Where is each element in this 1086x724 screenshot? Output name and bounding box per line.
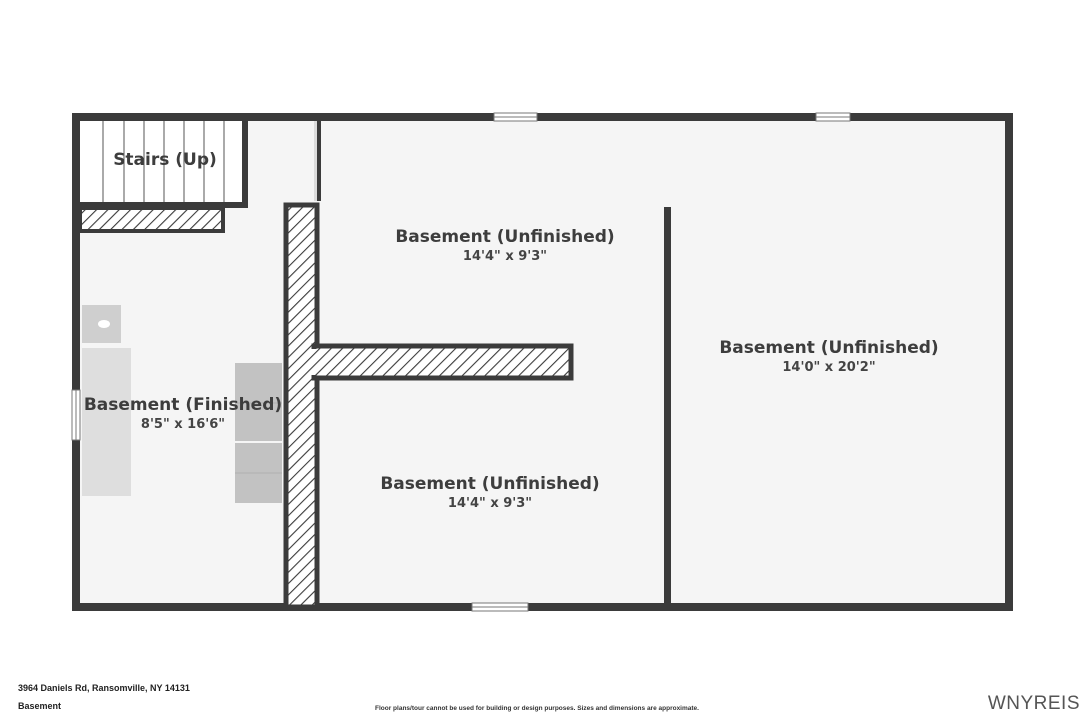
toilet-fixture (82, 305, 121, 343)
room-label-stairs: Stairs (Up) (110, 149, 220, 171)
room-label-unfinished-right: Basement (Unfinished) 14'0" x 20'2" (714, 337, 944, 377)
window-top-1 (493, 112, 538, 122)
room-dimensions: 14'4" x 9'3" (462, 249, 548, 264)
window-top-2 (815, 112, 851, 122)
window-left (71, 389, 81, 441)
doorway-frame (314, 121, 317, 201)
room-name: Stairs (Up) (113, 150, 217, 170)
outer-wall (72, 113, 1013, 611)
room-label-finished: Basement (Finished) 8'5" x 16'6" (83, 394, 283, 434)
counter-fixture (82, 348, 131, 496)
disclaimer-text: Floor plans/tour cannot be used for buil… (375, 705, 699, 712)
couch-fixture-1 (235, 363, 282, 441)
stair-wall-bottom (80, 202, 248, 208)
room-label-unfinished-bottom: Basement (Unfinished) 14'4" x 9'3" (375, 473, 605, 513)
room-name: Basement (Unfinished) (380, 474, 600, 494)
window-bottom (471, 602, 529, 612)
room-name: Basement (Finished) (83, 395, 283, 415)
watermark-logo: WNYREIS (987, 693, 1080, 714)
room-name: Basement (Unfinished) (719, 338, 939, 358)
doorway-wall (317, 121, 321, 201)
hatched-wall-joint (291, 349, 317, 375)
room-dimensions: 14'4" x 9'3" (447, 496, 533, 511)
stairs (80, 121, 245, 203)
hatched-wall-horizontal (311, 343, 574, 381)
hatched-wall-under-stairs (78, 206, 225, 233)
stair-wall-right (242, 121, 248, 208)
hatched-wall-vertical (283, 202, 320, 610)
room-dimensions: 8'5" x 16'6" (140, 417, 226, 432)
room-name: Basement (Unfinished) (395, 227, 615, 247)
property-address: 3964 Daniels Rd, Ransomville, NY 14131 (18, 683, 190, 693)
room-label-unfinished-top: Basement (Unfinished) 14'4" x 9'3" (390, 226, 620, 266)
floor-level-label: Basement (18, 701, 62, 711)
room-dimensions: 14'0" x 20'2" (782, 360, 876, 375)
divider-wall (664, 207, 671, 607)
